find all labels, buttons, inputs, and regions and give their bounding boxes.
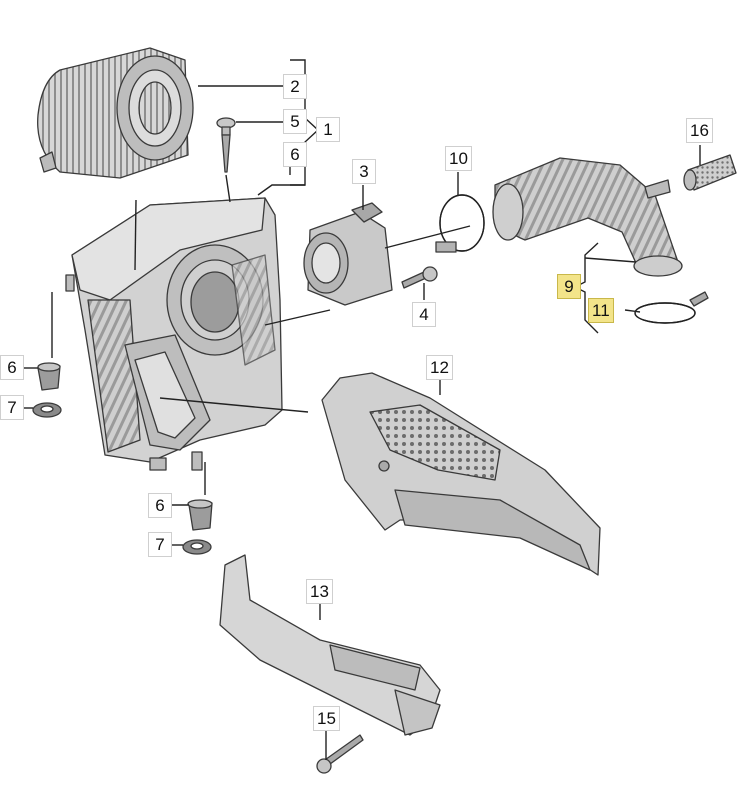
grommet-left	[32, 402, 62, 418]
callout-4: 4	[412, 302, 436, 327]
callout-7-bottom: 7	[148, 532, 172, 557]
screw-4	[401, 266, 438, 289]
mesh-sleeve	[683, 154, 737, 191]
callout-16: 16	[686, 118, 713, 143]
callout-6-bottom: 6	[148, 493, 172, 518]
bracket-13	[219, 554, 441, 736]
callout-11: 11	[588, 298, 614, 323]
air-filter-element	[37, 47, 194, 179]
callout-6-left: 6	[0, 355, 24, 380]
rubber-buffer-bottom	[187, 499, 213, 531]
callout-12: 12	[426, 355, 453, 380]
screw-15	[316, 734, 364, 774]
hose-clamp-11	[634, 291, 709, 324]
air-duct-12	[321, 372, 601, 576]
callout-6-top: 6	[283, 142, 307, 167]
callout-5: 5	[283, 109, 307, 134]
callout-10: 10	[445, 146, 472, 171]
callout-15: 15	[313, 706, 340, 731]
callout-9: 9	[557, 274, 581, 299]
callout-1: 1	[316, 117, 340, 142]
callout-2: 2	[283, 74, 307, 99]
callout-7-left: 7	[0, 395, 24, 420]
rubber-buffer-left	[37, 362, 61, 391]
grommet-bottom	[182, 539, 212, 555]
leader-lines	[22, 59, 701, 760]
callout-13: 13	[306, 579, 333, 604]
hose-clamp-10	[435, 194, 485, 253]
air-filter-housing	[65, 197, 283, 471]
callout-3: 3	[352, 159, 376, 184]
intake-hose	[492, 157, 683, 277]
air-mass-meter	[303, 202, 393, 306]
screw-5	[216, 117, 236, 173]
